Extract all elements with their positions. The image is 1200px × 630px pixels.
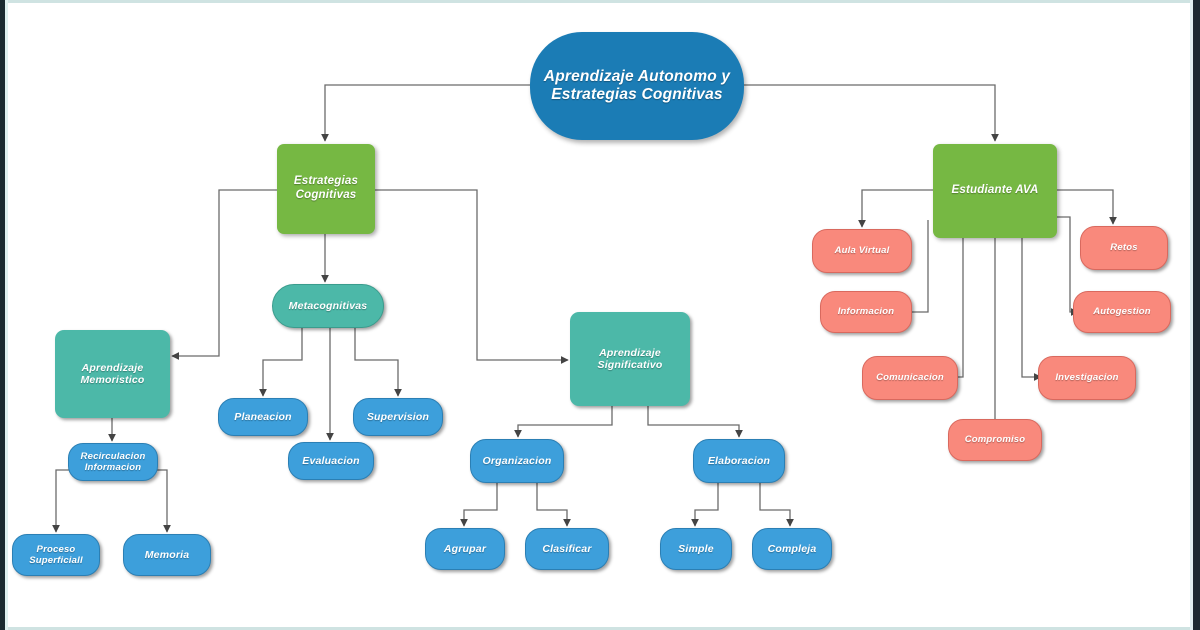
frame-border-bottom: [8, 627, 1190, 630]
edge-root-estudiante: [740, 84, 999, 142]
node-metacognitivas[interactable]: Metacognitivas: [272, 284, 384, 328]
node-recirculacion-informacion[interactable]: Recirculacion Informacion: [68, 443, 158, 481]
frame-border-top: [8, 0, 1190, 3]
node-compromiso-label: Compromiso: [964, 434, 1026, 446]
node-aula-virtual-label: Aula Virtual: [834, 245, 890, 257]
node-memoria-label: Memoria: [144, 548, 190, 561]
edge-organizacion-clasificar: [536, 483, 571, 527]
node-comunicacion[interactable]: Comunicacion: [862, 356, 958, 400]
node-memoristico-line1: Aprendizaje: [81, 361, 144, 374]
node-evaluacion-label: Evaluacion: [302, 454, 360, 467]
edge-significativo-organizacion: [514, 406, 613, 438]
frame-inner-left: [5, 0, 8, 630]
node-organizacion[interactable]: Organizacion: [470, 439, 564, 483]
node-estudiante-ava[interactable]: Estudiante AVA: [933, 144, 1057, 238]
node-supervision[interactable]: Supervision: [353, 398, 443, 436]
node-aprendizaje-significativo[interactable]: Aprendizaje Significativo: [570, 312, 690, 406]
node-significativo-line2: Significativo: [597, 359, 663, 371]
node-estrategias-cognitivas[interactable]: Estrategias Cognitivas: [277, 144, 375, 234]
node-agrupar-label: Agrupar: [443, 542, 487, 555]
node-metacognitivas-label: Metacognitivas: [288, 299, 368, 312]
node-planeacion[interactable]: Planeacion: [218, 398, 308, 436]
edge-metacognitivas-supervision: [354, 327, 402, 397]
node-estudiante-label: Estudiante AVA: [951, 184, 1039, 197]
edge-organizacion-agrupar: [460, 483, 498, 527]
node-autogestion[interactable]: Autogestion: [1073, 291, 1171, 333]
edge-estrategias-memoristico: [171, 189, 277, 360]
node-root[interactable]: Aprendizaje Autonomo y Estrategias Cogni…: [530, 32, 744, 140]
node-memoria[interactable]: Memoria: [123, 534, 211, 576]
frame-border-right: [1193, 0, 1200, 630]
node-memoristico-line2: Memoristico: [80, 374, 145, 386]
edge-root-estrategias: [321, 84, 540, 142]
frame-inner-right: [1190, 0, 1193, 630]
node-root-line2: Estrategias Cognitivas: [551, 86, 723, 103]
node-compromiso[interactable]: Compromiso: [948, 419, 1042, 461]
node-organizacion-label: Organizacion: [482, 454, 552, 467]
node-clasificar-label: Clasificar: [542, 542, 592, 555]
node-root-line1: Aprendizaje Autonomo y: [543, 67, 731, 85]
node-clasificar[interactable]: Clasificar: [525, 528, 609, 570]
node-supervision-label: Supervision: [366, 410, 430, 423]
node-investigacion-label: Investigacion: [1055, 372, 1119, 384]
edge-elaboracion-compleja: [759, 483, 794, 527]
edge-estudiante-informacion: [904, 220, 929, 316]
node-recirculacion-line1: Recirculacion: [80, 450, 146, 462]
edge-elaboracion-simple: [691, 483, 719, 527]
edge-estudiante-investigacion: [1021, 238, 1042, 381]
node-autogestion-label: Autogestion: [1093, 306, 1151, 318]
node-retos-label: Retos: [1110, 242, 1138, 254]
node-compleja-label: Compleja: [767, 542, 817, 555]
node-proceso-superficial[interactable]: Proceso Superficiall: [12, 534, 100, 576]
edge-significativo-elaboracion: [647, 406, 743, 438]
node-recirculacion-line2: Informacion: [84, 462, 142, 473]
node-simple-label: Simple: [678, 542, 714, 555]
node-elaboracion-label: Elaboracion: [707, 454, 771, 467]
node-evaluacion[interactable]: Evaluacion: [288, 442, 374, 480]
node-aprendizaje-memoristico[interactable]: Aprendizaje Memoristico: [55, 330, 170, 418]
node-investigacion[interactable]: Investigacion: [1038, 356, 1136, 400]
node-retos[interactable]: Retos: [1080, 226, 1168, 270]
node-significativo-line1: Aprendizaje: [599, 346, 661, 359]
node-simple[interactable]: Simple: [660, 528, 732, 570]
node-proceso-line1: Proceso: [36, 543, 76, 555]
node-elaboracion[interactable]: Elaboracion: [693, 439, 785, 483]
node-informacion-label: Informacion: [837, 306, 895, 318]
node-aula-virtual[interactable]: Aula Virtual: [812, 229, 912, 273]
edge-estudiante-retos: [1057, 189, 1117, 225]
node-planeacion-label: Planeacion: [234, 410, 292, 423]
node-informacion[interactable]: Informacion: [820, 291, 912, 333]
node-compleja[interactable]: Compleja: [752, 528, 832, 570]
node-proceso-line2: Superficiall: [29, 555, 83, 566]
edge-metacognitivas-planeacion: [259, 327, 303, 397]
edge-estudiante-aula-virtual: [858, 189, 933, 228]
node-estrategias-line1: Estrategias: [293, 175, 359, 188]
frame-border-left: [0, 0, 5, 630]
node-estrategias-line2: Cognitivas: [295, 189, 357, 201]
node-agrupar[interactable]: Agrupar: [425, 528, 505, 570]
node-comunicacion-label: Comunicacion: [876, 372, 944, 384]
edge-estrategias-significativo: [375, 189, 569, 364]
